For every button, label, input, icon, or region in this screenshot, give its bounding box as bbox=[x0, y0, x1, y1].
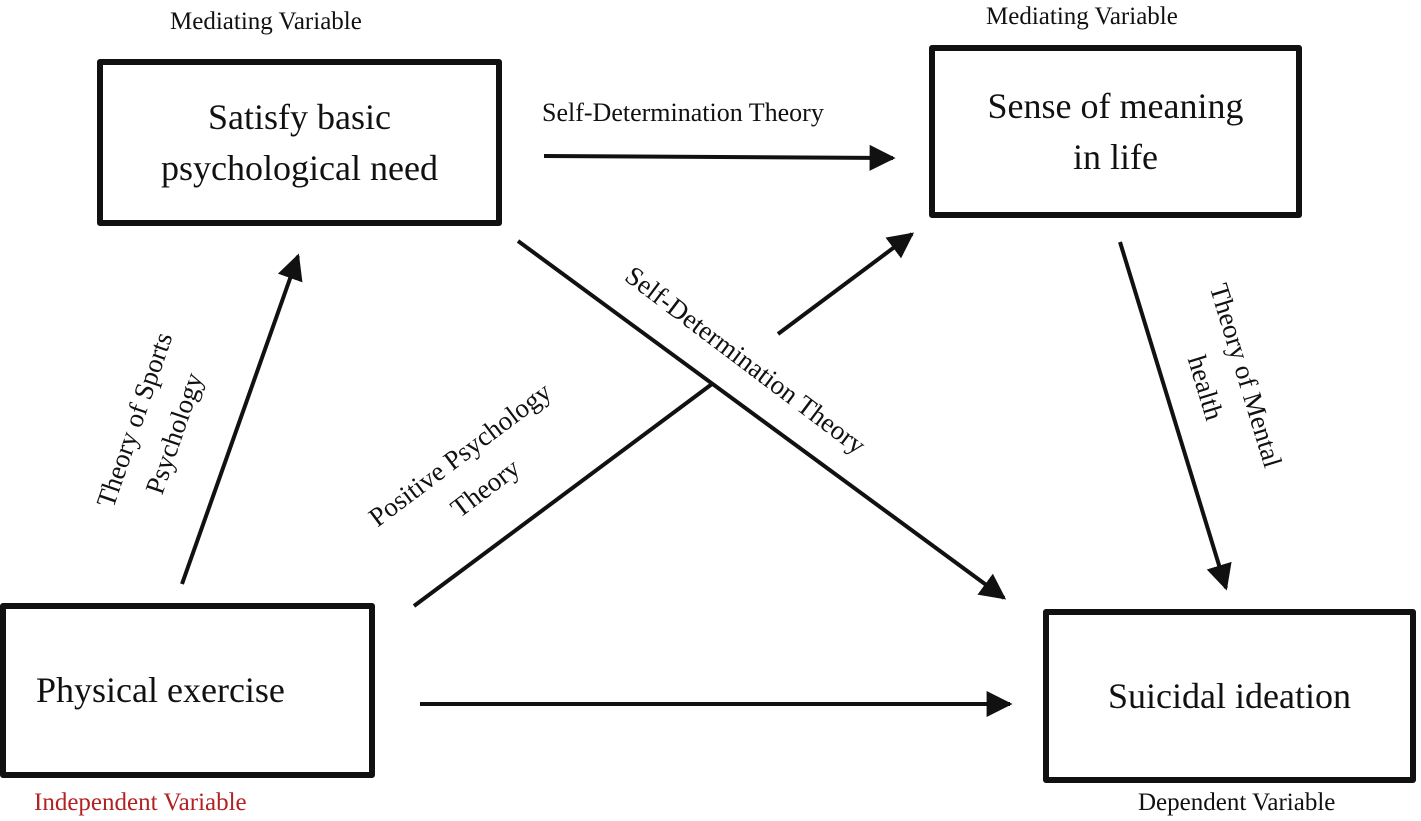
independent-caption: Independent Variable bbox=[34, 789, 247, 816]
arrow-need-to-ideation bbox=[516, 239, 1007, 600]
dependent-label: Suicidal ideation bbox=[1108, 675, 1351, 716]
sdt-top-label: Self-Determination Theory bbox=[542, 98, 824, 127]
arrow-need-to-meaning bbox=[543, 144, 896, 171]
line-exercise-to-cross bbox=[412, 382, 714, 608]
dependent-box: Suicidal ideation bbox=[1043, 609, 1416, 783]
arrow-cross-to-meaning bbox=[776, 232, 915, 336]
independent-box: Physical exercise bbox=[0, 603, 375, 778]
arrow-meaning-to-ideation bbox=[1118, 241, 1232, 591]
arrow-exercise-to-need bbox=[180, 253, 303, 585]
dependent-caption: Dependent Variable bbox=[1138, 789, 1336, 816]
mediator2-caption: Mediating Variable bbox=[986, 3, 1178, 30]
independent-label: Physical exercise bbox=[36, 670, 285, 711]
mediator1-caption: Mediating Variable bbox=[170, 8, 362, 35]
